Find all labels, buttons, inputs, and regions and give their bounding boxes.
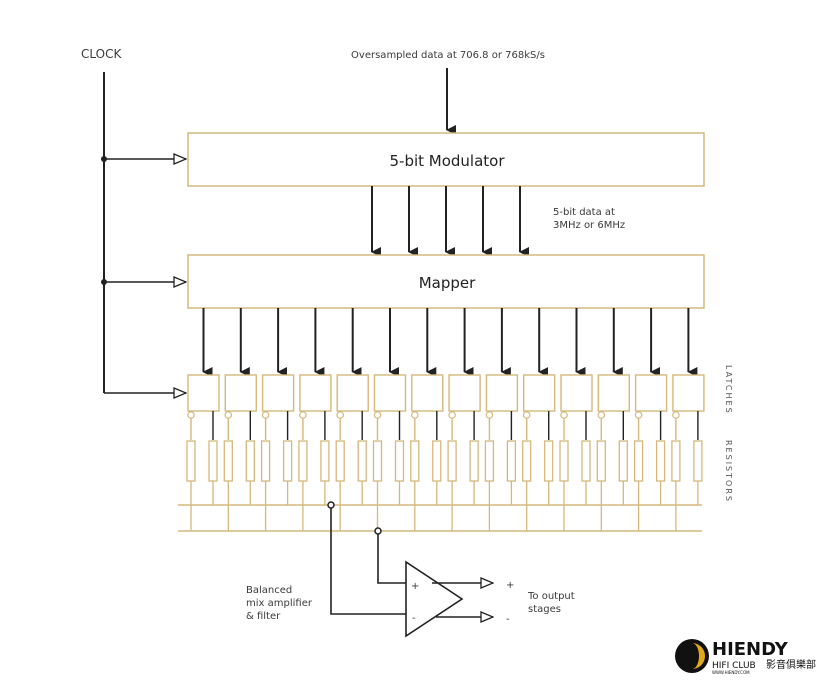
latch-box bbox=[448, 374, 481, 412]
latch-box bbox=[485, 374, 519, 412]
latch-box bbox=[373, 374, 407, 412]
modulator-output-arrows bbox=[371, 186, 529, 257]
amp-minus-sign: - bbox=[412, 613, 416, 624]
latch-inverted-output bbox=[224, 411, 233, 419]
resistor bbox=[335, 440, 345, 482]
latch-inverted-output bbox=[597, 411, 606, 419]
bus-node bbox=[327, 501, 335, 509]
amp-label-line3: & filter bbox=[246, 611, 281, 622]
output-label-line2: stages bbox=[528, 604, 561, 615]
bus-node bbox=[374, 527, 382, 535]
resistor bbox=[447, 440, 457, 482]
resistor bbox=[298, 440, 308, 482]
resistor bbox=[410, 440, 420, 482]
latch-inverted-output bbox=[634, 411, 643, 419]
latch-box bbox=[336, 374, 369, 412]
latch-box bbox=[187, 374, 220, 412]
data-rate-label-line1: 5-bit data at bbox=[553, 207, 615, 218]
resistor bbox=[320, 440, 330, 482]
latch-box bbox=[560, 374, 593, 412]
plus-input-wire bbox=[377, 534, 406, 584]
resistors-side-label: RESISTORS bbox=[724, 440, 733, 503]
resistor bbox=[469, 440, 479, 482]
mix-amplifier-triangle bbox=[405, 560, 464, 638]
resistor bbox=[432, 440, 442, 482]
resistor bbox=[633, 440, 644, 482]
resistor bbox=[581, 440, 591, 482]
resistor bbox=[655, 440, 666, 482]
logo-brand: HIENDY bbox=[712, 639, 789, 660]
latch-inverted-output bbox=[261, 411, 270, 419]
latch-box bbox=[261, 374, 295, 412]
resistor bbox=[282, 440, 293, 482]
latch-box bbox=[299, 374, 332, 412]
out-minus-sign: - bbox=[506, 614, 510, 625]
latch-inverted-output bbox=[485, 411, 494, 419]
resistor bbox=[559, 440, 569, 482]
resistor bbox=[484, 440, 495, 482]
resistor bbox=[596, 440, 606, 482]
latch-array bbox=[186, 308, 705, 531]
latch-inverted-output bbox=[373, 411, 382, 419]
amp-label-line2: mix amplifier bbox=[246, 598, 313, 609]
data-rate-label-line2: 3MHz or 6MHz bbox=[553, 220, 625, 231]
hiendy-logo: HIENDY HIFI CLUB WWW.HIENDY.COM 影音俱樂部 bbox=[675, 639, 816, 675]
resistor bbox=[506, 440, 517, 482]
latch-inverted-output bbox=[560, 411, 568, 419]
logo-chinese: 影音俱樂部 bbox=[766, 658, 816, 671]
resistor bbox=[357, 440, 367, 482]
resistor bbox=[245, 440, 255, 482]
latch-box bbox=[224, 374, 258, 412]
amp-plus-sign: + bbox=[411, 581, 419, 592]
modulator-label: 5-bit Modulator bbox=[389, 152, 505, 170]
latch-box bbox=[411, 374, 444, 412]
latches-side-label: LATCHES bbox=[724, 365, 733, 415]
out-plus-sign: + bbox=[506, 580, 514, 591]
resistor bbox=[208, 440, 218, 482]
latch-box bbox=[597, 374, 630, 412]
resistor bbox=[394, 440, 405, 482]
resistor bbox=[186, 440, 196, 482]
latch-inverted-output bbox=[672, 411, 680, 419]
resistor bbox=[522, 440, 532, 482]
latch-box bbox=[523, 374, 556, 412]
resistor bbox=[372, 440, 383, 482]
resistor bbox=[618, 440, 628, 482]
logo-emblem-accent-icon bbox=[692, 643, 705, 669]
latch-inverted-output bbox=[522, 411, 531, 419]
resistor bbox=[223, 440, 233, 482]
resistor bbox=[671, 440, 681, 482]
logo-url: WWW.HIENDY.COM bbox=[712, 670, 750, 675]
latch-inverted-output bbox=[410, 411, 419, 419]
amp-label-line1: Balanced bbox=[246, 585, 292, 596]
output-label-line1: To output bbox=[527, 591, 575, 602]
logo-subtitle: HIFI CLUB bbox=[712, 661, 756, 671]
latch-box bbox=[672, 374, 705, 412]
mapper-block bbox=[187, 254, 705, 309]
resistor bbox=[693, 440, 703, 482]
latch-inverted-output bbox=[448, 411, 456, 419]
latch-inverted-output bbox=[187, 411, 195, 419]
resistor bbox=[544, 440, 554, 482]
latch-box bbox=[634, 374, 668, 412]
input-data-label: Oversampled data at 706.8 or 768kS/s bbox=[351, 50, 545, 61]
minus-input-wire bbox=[330, 508, 406, 615]
resistor bbox=[260, 440, 271, 482]
mapper-label: Mapper bbox=[419, 274, 476, 292]
latch-inverted-output bbox=[299, 411, 307, 419]
latch-inverted-output bbox=[336, 411, 345, 419]
clock-label: CLOCK bbox=[81, 47, 122, 61]
